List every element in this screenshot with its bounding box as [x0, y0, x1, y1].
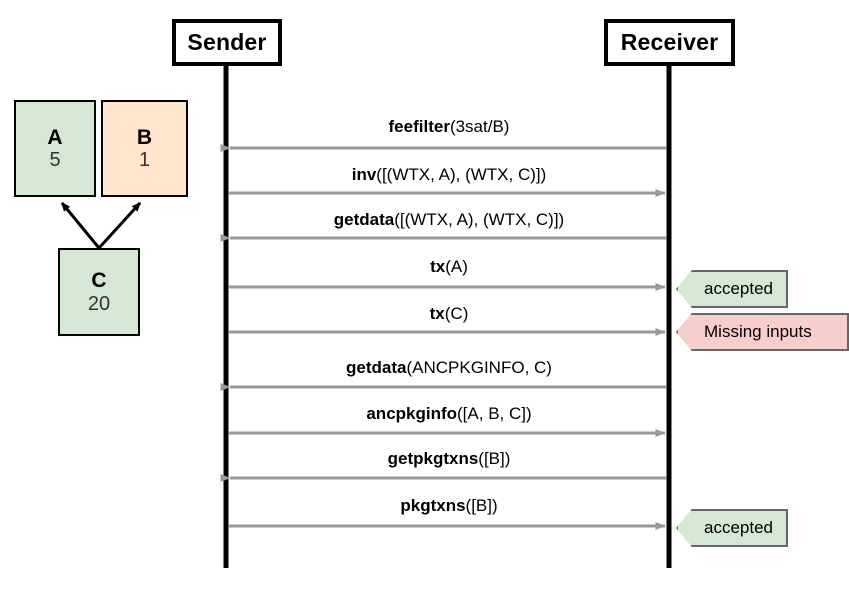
tx-node-c[interactable]: C 20	[58, 248, 140, 336]
tx-node-a-name: A	[47, 125, 63, 149]
message-7-name: ancpkginfo	[366, 404, 458, 423]
message-3-name: getdata	[333, 210, 395, 229]
message-label-1: feefilter(3sat/B)	[389, 117, 510, 137]
message-6-name: getdata	[346, 358, 407, 377]
status-badge-missing-inputs-label: Missing inputs	[704, 322, 812, 341]
actor-label-sender: Sender	[187, 29, 267, 55]
message-9-name: pkgtxns	[400, 496, 466, 515]
status-badge-accepted-1: accepted	[676, 270, 788, 308]
message-2-name: inv	[351, 165, 377, 184]
message-5-name: tx	[429, 304, 445, 323]
tx-node-a-value: 5	[49, 149, 61, 172]
message-4-args: (A)	[445, 257, 468, 276]
message-label-9: pkgtxns([B])	[400, 496, 497, 516]
message-6-args: (ANCPKGINFO, C)	[406, 358, 552, 377]
message-9-args: ([B])	[465, 496, 498, 515]
message-5-args: (C)	[444, 304, 469, 323]
tx-node-c-name: C	[91, 269, 107, 293]
tx-node-b-value: 1	[138, 149, 151, 172]
status-badge-accepted-2-label: accepted	[704, 518, 773, 537]
message-1-name: feefilter	[388, 117, 450, 136]
message-8-name: getpkgtxns	[387, 449, 479, 468]
actor-label-receiver: Receiver	[620, 29, 719, 55]
message-4-name: tx	[430, 257, 446, 276]
message-label-2: inv([(WTX, A), (WTX, C)])	[352, 165, 547, 185]
message-label-7: ancpkginfo([A, B, C])	[366, 404, 531, 424]
message-1-args: (3sat/B)	[449, 117, 510, 136]
message-label-8: getpkgtxns([B])	[388, 449, 511, 469]
tx-node-a[interactable]: A 5	[14, 100, 96, 197]
tx-node-b-name: B	[136, 125, 153, 149]
message-8-args: ([B])	[478, 449, 511, 468]
message-label-5: tx(C)	[430, 304, 469, 324]
dag-edge-c-a	[60, 202, 101, 249]
dag-edge-c-b	[97, 201, 142, 250]
status-badge-accepted-2: accepted	[676, 509, 788, 547]
tx-node-b[interactable]: B 1	[101, 100, 188, 197]
tx-node-c-value: 20	[87, 292, 111, 315]
message-label-3: getdata([(WTX, A), (WTX, C)])	[334, 210, 564, 230]
actor-header-sender[interactable]: Sender	[172, 19, 282, 66]
message-7-args: ([A, B, C])	[457, 404, 532, 423]
message-2-args: ([(WTX, A), (WTX, C)])	[376, 165, 547, 184]
message-label-4: tx(A)	[430, 257, 468, 277]
message-label-6: getdata(ANCPKGINFO, C)	[346, 358, 552, 378]
status-badge-missing-inputs: Missing inputs	[676, 313, 849, 351]
status-badge-accepted-1-label: accepted	[704, 279, 773, 298]
message-3-args: ([(WTX, A), (WTX, C)])	[394, 210, 565, 229]
actor-header-receiver[interactable]: Receiver	[604, 19, 735, 66]
